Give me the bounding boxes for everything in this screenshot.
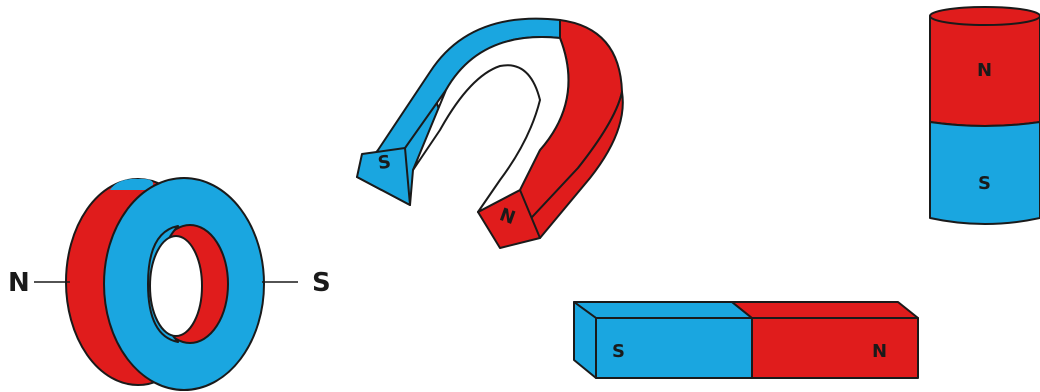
- bar-north-label: N: [872, 341, 887, 362]
- ring-south-label: S: [312, 268, 331, 298]
- bar-south-label: S: [612, 341, 625, 362]
- horseshoe-magnet: S N: [357, 19, 623, 248]
- cylinder-south-label: S: [978, 173, 991, 194]
- cylinder-top: [930, 7, 1040, 25]
- bar-magnet: S N: [574, 302, 918, 378]
- cylinder-north-label: N: [977, 60, 992, 81]
- bar-front-north: [752, 318, 918, 378]
- ring-north-label: N: [8, 268, 30, 298]
- ring-hole: [150, 236, 202, 336]
- bar-top-south: [574, 302, 752, 318]
- cylinder-magnet: N S: [930, 7, 1040, 224]
- bar-top-north: [732, 302, 918, 318]
- ring-magnet: N S: [8, 178, 331, 390]
- ring-rim: [110, 179, 153, 190]
